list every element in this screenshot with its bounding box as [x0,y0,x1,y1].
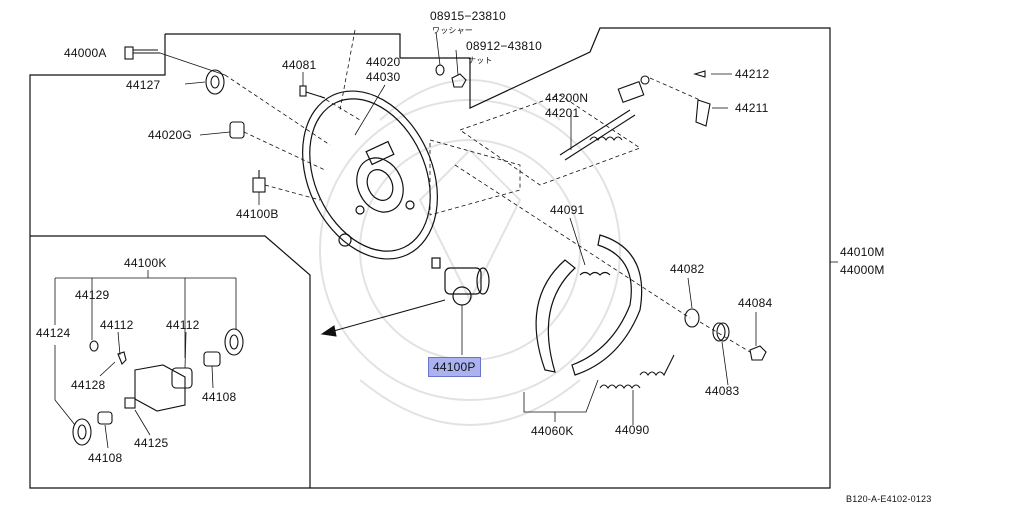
part-label-44100b: 44100B [236,207,279,221]
leader-lines [54,31,838,449]
part-label-44091: 44091 [550,203,585,217]
part-label-44030: 44030 [366,70,401,84]
hold-down-parts [684,308,767,361]
part-label-44083: 44083 [705,384,740,398]
part-label-44108-b: 44108 [88,451,123,465]
part-label-08912-jp: ナット [468,56,493,65]
diagram-frame [29,27,831,489]
part-label-44020: 44020 [366,55,401,69]
part-label-44081: 44081 [282,58,317,72]
hardware-dashed-group [459,94,641,186]
part-label-44200n: 44200N [545,91,589,105]
part-label-44127: 44127 [126,78,161,92]
backing-plate [302,90,438,260]
cap-44020g [229,121,245,139]
brake-shoes-44060k [535,234,643,376]
part-label-44112-b: 44112 [166,318,200,332]
springs-44090 [599,354,675,389]
part-label-44211: 44211 [735,101,769,115]
part-label-44128: 44128 [71,378,106,392]
part-label-44100k: 44100K [124,256,167,270]
part-label-44212: 44212 [735,67,770,81]
drawing-code: B120-A-E4102-0123 [846,494,932,504]
pin-44081 [299,85,326,99]
part-label-08912: 08912−43810 [466,39,542,53]
part-label-44060k: 44060K [531,424,574,438]
part-label-08915: 08915−23810 [430,9,506,23]
part-label-44129: 44129 [75,288,110,302]
seal-44127 [205,69,225,95]
part-label-44084: 44084 [738,296,773,310]
parking-lever-44200n [559,75,650,161]
part-label-44124: 44124 [36,326,71,340]
part-label-44000a: 44000A [64,46,107,60]
part-label-44020g: 44020G [148,128,192,142]
bleeder-44100b [252,170,266,193]
part-label-44108-a: 44108 [202,390,237,404]
part-label-08915-jp: ワッシャー [432,26,473,35]
part-label-44082: 44082 [670,262,705,276]
part-label-44125: 44125 [134,436,169,450]
part-label-44112-a: 44112 [100,318,134,332]
part-label-44090: 44090 [615,423,650,437]
direction-arrow [320,299,446,337]
part-label-44010m: 44010M [840,245,885,259]
part-label-44100p-highlighted[interactable]: 44100P [428,357,481,377]
part-label-44201: 44201 [545,106,580,120]
assembly-dashed-lines [224,29,751,353]
clip-44211 [693,70,711,127]
part-label-44000m: 44000M [840,263,885,277]
inset-frame [30,235,311,488]
bolt-44000a [124,46,160,60]
